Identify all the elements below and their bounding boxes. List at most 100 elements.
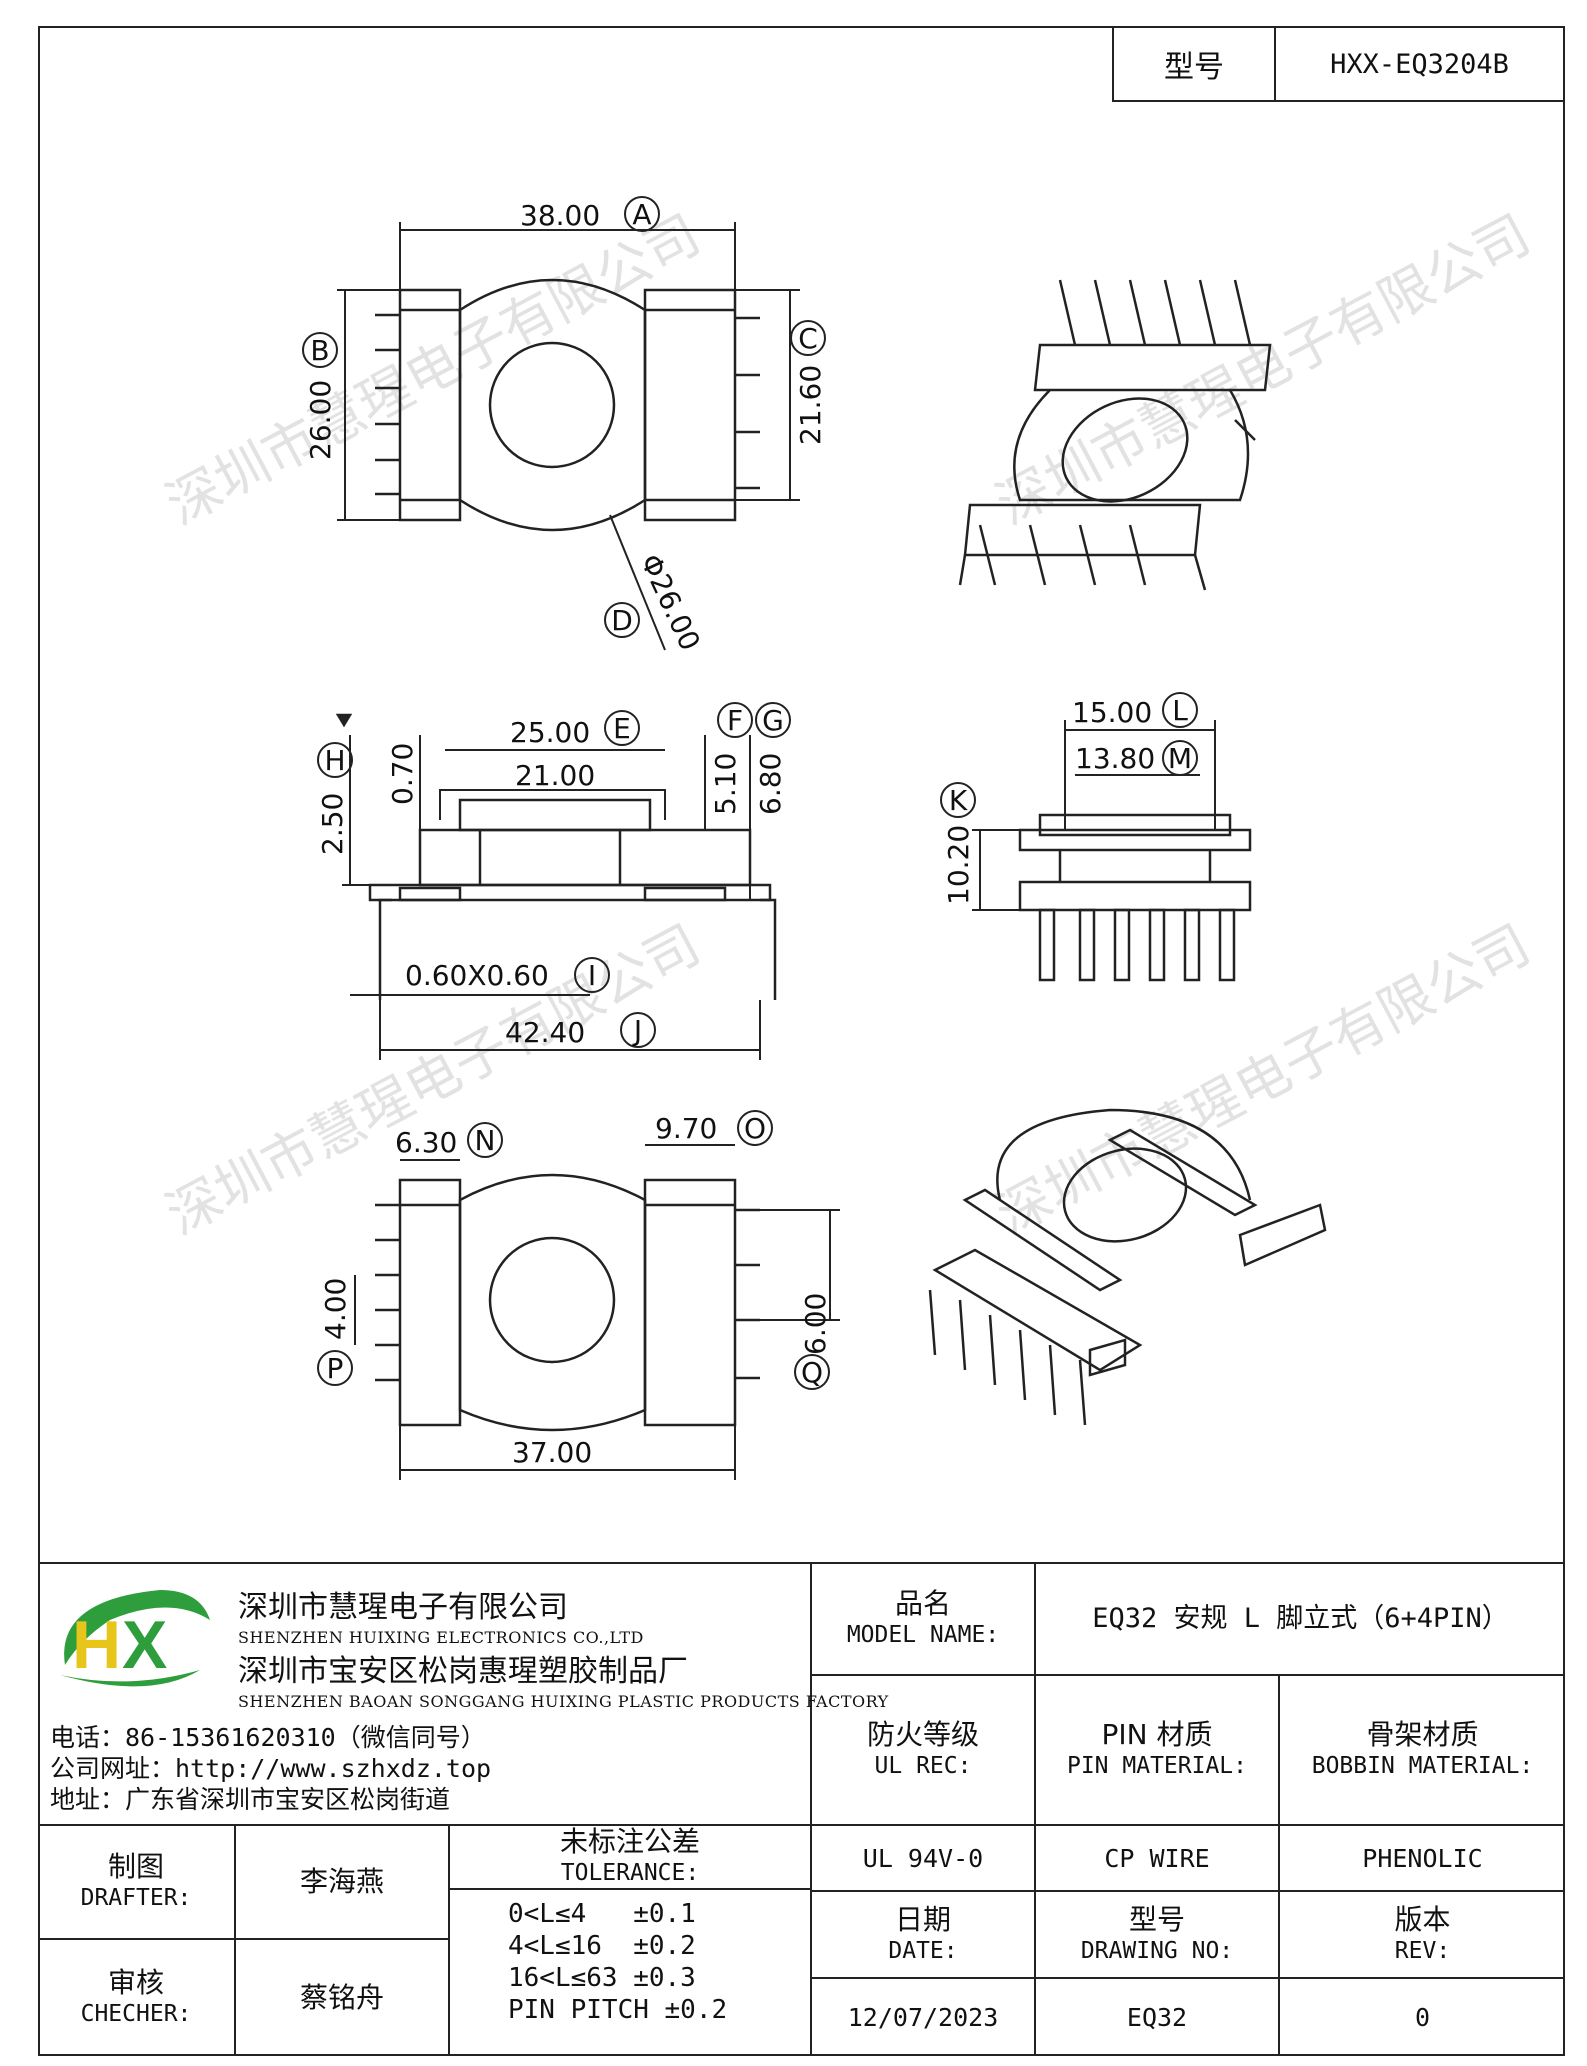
svg-text:Q: Q [801, 1356, 823, 1389]
callout-c: C [790, 320, 826, 356]
bottom-view [354, 1144, 840, 1480]
bobbin-material-label: 骨架材质 BOBBIN MATERIAL: [1311, 1718, 1534, 1780]
dim-p: 4.00 [319, 1278, 352, 1340]
callout-p: P [317, 1350, 353, 1386]
callout-a: A [624, 196, 660, 232]
svg-text:L: L [1172, 694, 1188, 727]
end-top [1018, 828, 1252, 852]
model-name-label: 品名 MODEL NAME: [846, 1587, 1000, 1649]
iso-core-hole [1061, 397, 1189, 503]
side-top-plate [458, 798, 652, 832]
right-flange [643, 288, 737, 522]
technical-drawing: 38.00 26.00 21.60 Φ26.00 25.00 21.00 5.1… [302, 196, 1327, 1480]
dim-f: 5.10 [709, 753, 742, 815]
drafter-name: 李海燕 [299, 1865, 384, 1898]
dim-i: 0.60X0.60 [405, 959, 549, 992]
side-base [368, 883, 772, 902]
top-view [337, 222, 800, 651]
drawing-frame [38, 26, 1565, 2056]
drawing-no-value: EQ32 [1126, 2003, 1188, 2032]
model-value: HXX-EQ3204B [1330, 48, 1509, 80]
svg-text:G: G [762, 704, 784, 737]
tolerance-line-3: 16<L≤63 ±0.3 [508, 1963, 696, 1993]
core-hole [488, 341, 616, 469]
drafter-label: 制图 DRAFTER: [80, 1850, 192, 1912]
callout-d: D [604, 602, 640, 638]
contact-address: 地址：广东省深圳市宝安区松岗街道 [50, 1785, 451, 1814]
callout-q: Q [794, 1354, 830, 1390]
svg-text:D: D [611, 604, 633, 637]
callout-o: O [737, 1110, 773, 1146]
dim-bottom: 37.00 [512, 1436, 592, 1469]
dim-j: 42.40 [505, 1016, 585, 1049]
logo-x: X [122, 1607, 167, 1683]
company-name-cn: 深圳市慧瑆电子有限公司 [238, 1590, 568, 1625]
bv-left-flange [398, 1178, 462, 1427]
factory-name-cn: 深圳市宝安区松岗惠瑆塑胶制品厂 [238, 1654, 688, 1689]
dim-a: 38.00 [520, 199, 600, 232]
dim-n: 6.30 [395, 1126, 457, 1159]
dim-o: 9.70 [655, 1112, 717, 1145]
side-view [335, 713, 777, 1060]
pin-value: CP WIRE [1104, 1843, 1210, 1873]
model-box: 型号 HXX-EQ3204B [1112, 26, 1565, 102]
end-base [1018, 880, 1252, 912]
dim-g: 6.80 [754, 753, 787, 815]
iso-view-2 [928, 1108, 1327, 1426]
iso-view-1 [958, 279, 1272, 591]
dim-k: 10.20 [942, 825, 975, 905]
checker-name: 蔡铭舟 [299, 1981, 384, 2014]
svg-text:K: K [949, 784, 968, 817]
checker-label: 审核 CHECHER: [80, 1966, 192, 2028]
bobbin-value: PHENOLIC [1362, 1843, 1483, 1873]
pin-material-label: PIN 材质 PIN MATERIAL: [1066, 1718, 1247, 1780]
svg-text:I: I [588, 959, 596, 992]
svg-text:H: H [324, 744, 345, 777]
left-flange [398, 288, 462, 522]
dim-q: 6.00 [799, 1293, 832, 1355]
dim-l: 15.00 [1072, 696, 1152, 729]
dim-c: 21.60 [794, 365, 827, 445]
callout-h: H [317, 742, 353, 778]
svg-text:C: C [798, 322, 818, 355]
svg-text:O: O [744, 1112, 766, 1145]
dim-h-small: 0.70 [386, 743, 419, 805]
tolerance-line-2: 4<L≤16 ±0.2 [508, 1931, 696, 1961]
svg-text:A: A [632, 198, 651, 231]
svg-text:P: P [327, 1352, 344, 1385]
dim-e-inner: 21.00 [515, 759, 595, 792]
side-body [418, 828, 752, 887]
title-block: H X 深圳市慧瑆电子有限公司 SHENZHEN HUIXING ELECTRO… [38, 1562, 1565, 2056]
ul-value: UL 94V-0 [862, 1843, 984, 1873]
callout-j: J [620, 1012, 656, 1048]
callout-l: L [1162, 692, 1198, 728]
dim-b: 26.00 [304, 380, 337, 460]
callout-n: N [467, 1122, 503, 1158]
callout-f: F [717, 702, 753, 738]
rev-label: 版本 REV: [1394, 1902, 1451, 1964]
rev-value: 0 [1414, 2003, 1431, 2032]
dim-e: 25.00 [510, 716, 590, 749]
svg-text:B: B [310, 334, 329, 367]
model-name-value: EQ32 安规 L 脚立式（6+4PIN） [1092, 1603, 1509, 1634]
ul-rec-label: 防火等级 UL REC: [866, 1718, 979, 1780]
company-logo: H X [60, 1590, 210, 1687]
callout-m: M [1162, 740, 1198, 776]
tolerance-line-4: PIN PITCH ±0.2 [508, 1995, 728, 2025]
tolerance-line-1: 0<L≤4 ±0.1 [508, 1899, 696, 1929]
callout-e: E [604, 710, 640, 746]
end-view [972, 720, 1252, 982]
date-value: 12/07/2023 [847, 2003, 999, 2032]
factory-name-en: SHENZHEN BAOAN SONGGANG HUIXING PLASTIC … [238, 1692, 889, 1711]
callout-k: K [940, 782, 976, 818]
callout-g: G [755, 702, 791, 738]
svg-text:E: E [613, 712, 631, 745]
svg-text:M: M [1168, 742, 1192, 775]
iso-top-flange [1033, 343, 1272, 392]
callout-i: I [574, 957, 610, 993]
contact-phone: 电话：86-15361620310（微信同号） [50, 1723, 486, 1752]
company-name-en: SHENZHEN HUIXING ELECTRONICS CO.,LTD [238, 1628, 644, 1647]
model-label: 型号 [1114, 28, 1276, 100]
drawing-no-label: 型号 DRAWING NO: [1080, 1902, 1234, 1964]
svg-text:J: J [632, 1014, 642, 1047]
